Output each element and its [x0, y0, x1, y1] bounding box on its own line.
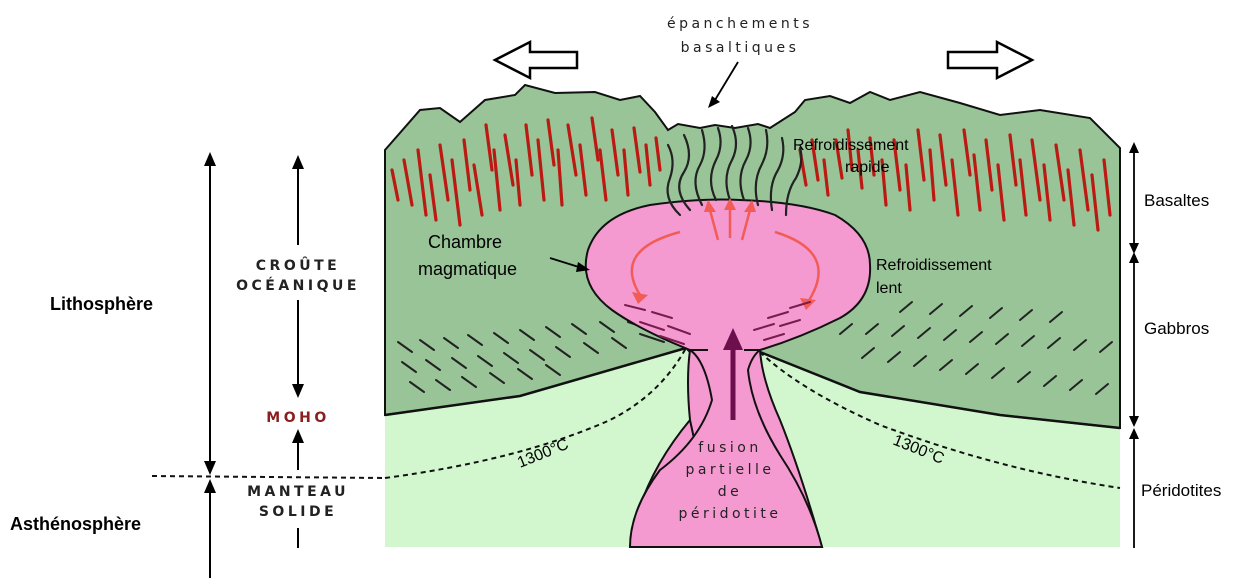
lithosphere-arrow: [204, 152, 216, 475]
label-refroid-rapide-1: Refroidissement: [793, 137, 909, 154]
croute-arrow: [292, 155, 304, 398]
label-fusion-4: péridotite: [678, 506, 781, 522]
label-gabbros: Gabbros: [1144, 319, 1209, 338]
epanchements-pointer: [708, 62, 738, 108]
label-moho: MOHO: [266, 410, 329, 426]
label-asthenosphere: Asthénosphère: [10, 514, 141, 534]
label-croute-2: OCÉANIQUE: [236, 277, 360, 294]
label-manteau-1: MANTEAU: [247, 484, 349, 500]
peridotites-range-arrow: [1129, 428, 1139, 548]
basaltes-range-arrow: [1129, 142, 1139, 254]
label-basaltes: Basaltes: [1144, 191, 1209, 210]
label-epanchements-1: épanchements: [667, 16, 813, 32]
label-peridotites: Péridotites: [1141, 481, 1221, 500]
asthenosphere-arrow: [204, 479, 216, 578]
spreading-arrow-left: [495, 42, 577, 78]
label-fusion-3: de: [718, 484, 743, 500]
gabbros-range-arrow: [1129, 252, 1139, 427]
label-fusion-1: fusion: [698, 440, 761, 456]
label-fusion-2: partielle: [685, 462, 774, 478]
label-manteau-2: SOLIDE: [259, 504, 337, 520]
label-chambre-2: magmatique: [418, 259, 517, 279]
label-refroid-lent-1: Refroidissement: [876, 257, 992, 274]
label-croute-1: CROÛTE: [256, 256, 340, 274]
label-refroid-lent-2: lent: [876, 280, 902, 297]
label-chambre-1: Chambre: [428, 232, 502, 252]
spreading-arrow-right: [948, 42, 1032, 78]
label-refroid-rapide-2: rapide: [845, 159, 890, 176]
label-epanchements-2: basaltiques: [681, 40, 800, 56]
lithosphere-base-line: [152, 476, 385, 478]
label-lithosphere: Lithosphère: [50, 294, 153, 314]
